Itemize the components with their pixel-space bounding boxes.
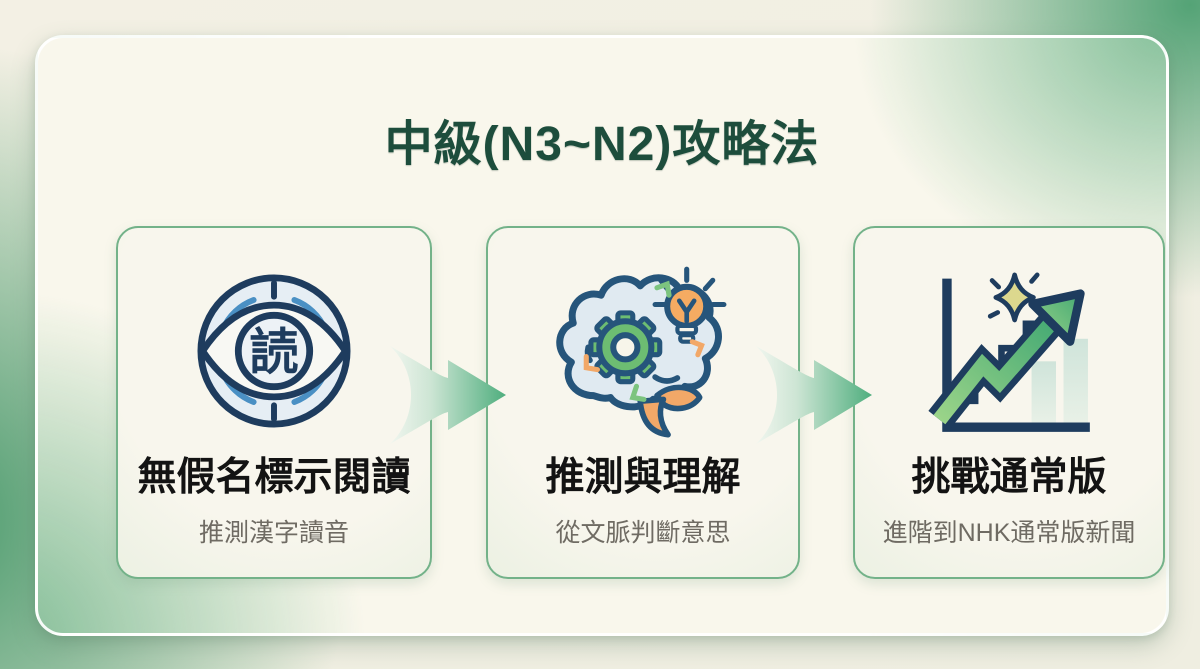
step-card-challenge: 挑戰通常版 進階到NHK通常版新聞 [853,226,1165,579]
step-card-reading: 読 無假名標示閱讀 推測漢字讀音 [116,226,432,579]
eye-icon-kanji: 読 [249,325,298,380]
step-subtitle: 從文脈判斷意思 [555,519,731,547]
step-subtitle: 推測漢字讀音 [198,519,349,547]
flow-arrow-icon [756,346,872,444]
flow-arrow-icon [390,346,506,444]
step-title: 無假名標示閱讀 [137,456,411,499]
step3-icon-box [915,228,1103,458]
page-title: 中級(N3~N2)攻略法 [384,118,820,171]
step-subtitle: 進階到NHK通常版新聞 [882,519,1136,547]
step-title: 推測與理解 [545,456,741,499]
step-title: 挑戰通常版 [911,456,1107,499]
step2-icon-box [545,228,741,458]
step1-icon-box: 読 [189,228,359,458]
brain-gear-icon [556,266,727,438]
growth-chart-icon [928,272,1090,432]
content-panel: 中級(N3~N2)攻略法 [35,35,1169,636]
step-card-inference: 推測與理解 從文脈判斷意思 [486,226,800,579]
reading-eye-icon: 読 [197,274,351,428]
